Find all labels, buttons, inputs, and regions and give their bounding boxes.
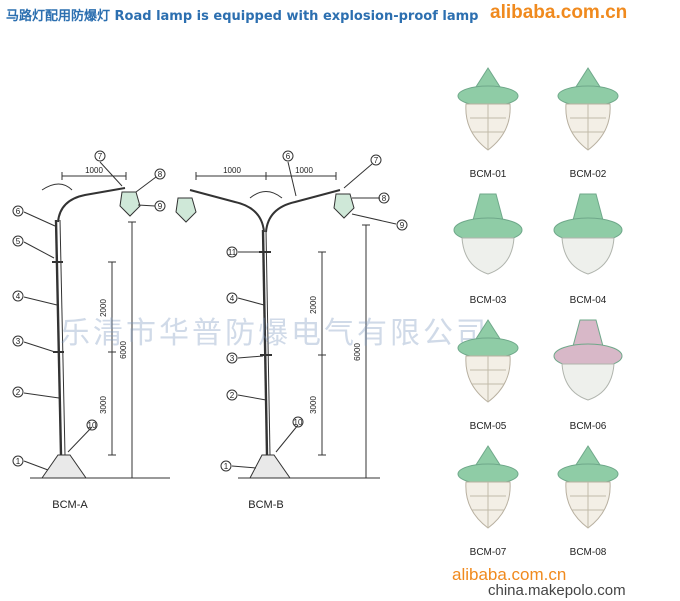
- callout-3-a: 3: [16, 337, 21, 346]
- callout-10-b: 10: [294, 418, 303, 427]
- watermark-top-brand: alibaba.com.cn: [490, 2, 628, 23]
- dim-label-2000-a: 2000: [99, 299, 108, 317]
- callout-1-b: 1: [224, 462, 229, 471]
- bell-lamp-icon: [553, 319, 623, 401]
- callout-4-b: 4: [230, 294, 235, 303]
- dim-label-6000-a: 6000: [119, 341, 128, 359]
- watermark-site: china.makepolo.com: [488, 582, 626, 599]
- diagram-label-bcm-b: BCM-B: [248, 499, 283, 511]
- callout-1-a: 1: [16, 457, 21, 466]
- dim-label-1000-right-b: 1000: [295, 166, 313, 175]
- callout-6-a: 6: [16, 207, 21, 216]
- dim-label-3000-b: 3000: [309, 396, 318, 414]
- pole-base-b: [249, 454, 291, 479]
- lamp-bcm-08: BCM-08: [540, 438, 636, 562]
- road-lamp-diagrams: 6 5 4 3 2 1 7 8 9 10 1000 2000 3000 6000…: [12, 150, 408, 511]
- lamp-label: BCM-01: [469, 169, 507, 180]
- dim-label-6000-b: 6000: [353, 343, 362, 361]
- lamp-label: BCM-03: [469, 295, 507, 306]
- callout-9-a: 9: [158, 202, 163, 211]
- pole-b: [261, 229, 269, 456]
- swing-arrow-b: [249, 191, 283, 199]
- callout-3-b: 3: [230, 354, 235, 363]
- cage-lamp-icon: [457, 445, 519, 529]
- arm-a: [57, 187, 126, 223]
- pole-base-a: [41, 454, 87, 479]
- cage-lamp-icon: [557, 67, 619, 151]
- bell-lamp-icon: [453, 193, 523, 275]
- callout-2-a: 2: [16, 388, 21, 397]
- watermark-bottom-brand: alibaba.com.cn: [452, 565, 567, 584]
- lamp-bcm-02: BCM-02: [540, 60, 636, 184]
- arm-left-b: [189, 189, 265, 233]
- bell-lamp-icon: [553, 193, 623, 275]
- lamp-bcm-07: BCM-07: [440, 438, 536, 562]
- lamp-head-right-b: [333, 193, 355, 219]
- lamp-bcm-03: BCM-03: [440, 186, 536, 310]
- page-title: 马路灯配用防爆灯 Road lamp is equipped with expl…: [6, 9, 479, 24]
- dim-label-3000-a: 3000: [99, 396, 108, 414]
- lamp-label: BCM-06: [569, 421, 607, 432]
- callout-5-a: 5: [16, 237, 21, 246]
- callout-10-a: 10: [88, 421, 97, 430]
- callout-4-a: 4: [16, 292, 21, 301]
- callout-2-b: 2: [230, 391, 235, 400]
- dim-label-2000-b: 2000: [309, 296, 318, 314]
- lamp-label: BCM-04: [569, 295, 607, 306]
- dim-label-1000-left-b: 1000: [223, 166, 241, 175]
- lamp-bcm-04: BCM-04: [540, 186, 636, 310]
- callout-8-a: 8: [158, 170, 163, 179]
- lamp-label: BCM-05: [469, 421, 507, 432]
- callout-6-b: 6: [286, 152, 291, 161]
- watermark-company: 乐清市华普防爆电气有限公司: [60, 316, 489, 351]
- swing-arrow-a: [41, 183, 73, 191]
- callout-8-b: 8: [382, 194, 387, 203]
- callout-7-a: 7: [98, 152, 103, 161]
- callout-11-b: 11: [228, 248, 237, 257]
- dim-label-1000-a: 1000: [85, 166, 103, 175]
- lamp-bcm-05: BCM-05: [440, 312, 536, 436]
- arm-right-b: [265, 189, 341, 233]
- lamp-label: BCM-07: [469, 547, 507, 558]
- cage-lamp-icon: [457, 319, 519, 403]
- lamp-bcm-01: BCM-01: [440, 60, 536, 184]
- lamp-catalog-panel: BCM-01 BCM-02 BCM-03 BCM-04: [440, 60, 636, 560]
- diagram-bcm-a: [12, 150, 170, 479]
- diagram-bcm-b: [175, 150, 408, 479]
- lamp-head-left-b: [175, 197, 197, 223]
- callout-7-b: 7: [374, 156, 379, 165]
- pole-a: [54, 219, 63, 456]
- lamp-label: BCM-08: [569, 547, 607, 558]
- lamp-head-a: [119, 191, 141, 217]
- cage-lamp-icon: [557, 445, 619, 529]
- callout-9-b: 9: [400, 221, 405, 230]
- lamp-bcm-06: BCM-06: [540, 312, 636, 436]
- cage-lamp-icon: [457, 67, 519, 151]
- lamp-label: BCM-02: [569, 169, 607, 180]
- diagram-label-bcm-a: BCM-A: [52, 499, 88, 511]
